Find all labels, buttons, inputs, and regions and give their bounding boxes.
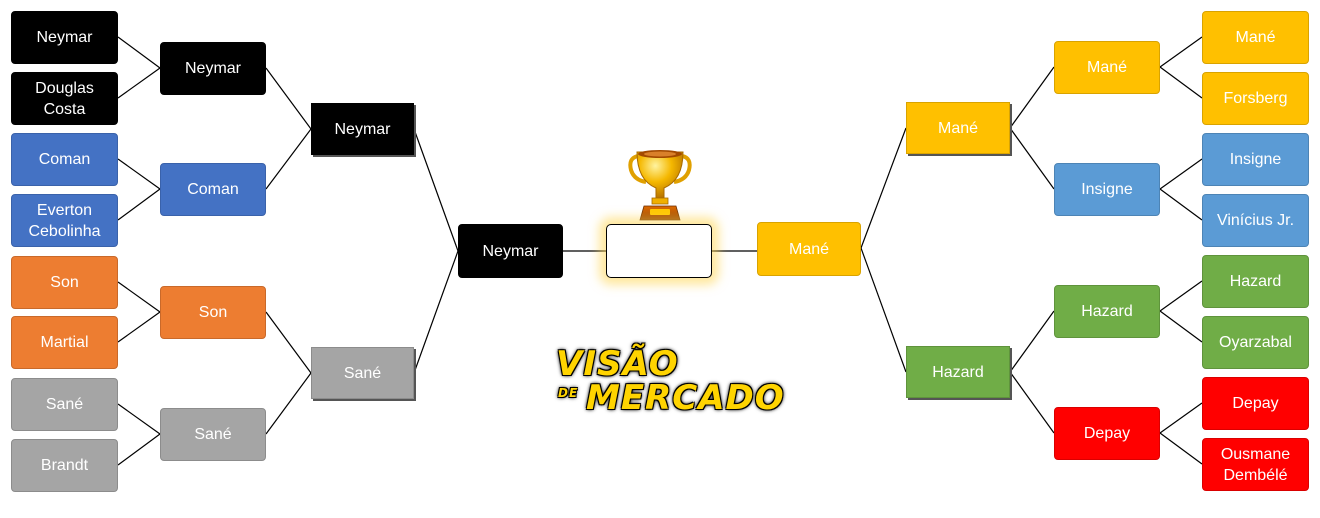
right-round1-match-2[interactable]: Forsberg <box>1202 72 1309 125</box>
right-semifinal-1[interactable]: Mané <box>906 102 1010 154</box>
left-round2-match-1[interactable]: Neymar <box>160 42 266 95</box>
visao-de-mercado-logo: VISÃO DE MERCADO <box>552 344 784 420</box>
left-round1-match-3[interactable]: Coman <box>11 133 118 186</box>
left-finalist[interactable]: Neymar <box>458 224 563 278</box>
logo-line-visao: VISÃO <box>556 344 679 384</box>
champion-box[interactable] <box>606 224 712 278</box>
right-round2-match-1[interactable]: Mané <box>1054 41 1160 94</box>
left-round1-match-8[interactable]: Brandt <box>11 439 118 492</box>
right-round1-match-1[interactable]: Mané <box>1202 11 1309 64</box>
left-round2-match-4[interactable]: Sané <box>160 408 266 461</box>
right-semifinal-2[interactable]: Hazard <box>906 346 1010 398</box>
logo-line-mercado: MERCADO <box>586 378 785 418</box>
right-round2-match-3[interactable]: Hazard <box>1054 285 1160 338</box>
right-round1-match-4[interactable]: Vinícius Jr. <box>1202 194 1309 247</box>
right-round2-match-2[interactable]: Insigne <box>1054 163 1160 216</box>
right-round1-match-7[interactable]: Depay <box>1202 377 1309 430</box>
left-round1-match-4[interactable]: Everton Cebolinha <box>11 194 118 247</box>
right-round1-match-8[interactable]: Ousmane Dembélé <box>1202 438 1309 491</box>
right-round2-match-4[interactable]: Depay <box>1054 407 1160 460</box>
left-round1-match-1[interactable]: Neymar <box>11 11 118 64</box>
right-round1-match-5[interactable]: Hazard <box>1202 255 1309 308</box>
left-round1-match-2[interactable]: Douglas Costa <box>11 72 118 125</box>
left-round2-match-3[interactable]: Son <box>160 286 266 339</box>
logo-line-de: DE <box>558 386 579 400</box>
right-finalist[interactable]: Mané <box>757 222 861 276</box>
right-round1-match-3[interactable]: Insigne <box>1202 133 1309 186</box>
left-semifinal-1[interactable]: Neymar <box>311 103 414 155</box>
left-round2-match-2[interactable]: Coman <box>160 163 266 216</box>
left-round1-match-5[interactable]: Son <box>11 256 118 309</box>
right-round1-match-6[interactable]: Oyarzabal <box>1202 316 1309 369</box>
left-round1-match-6[interactable]: Martial <box>11 316 118 369</box>
left-semifinal-2[interactable]: Sané <box>311 347 414 399</box>
left-round1-match-7[interactable]: Sané <box>11 378 118 431</box>
trophy-icon <box>628 150 692 221</box>
